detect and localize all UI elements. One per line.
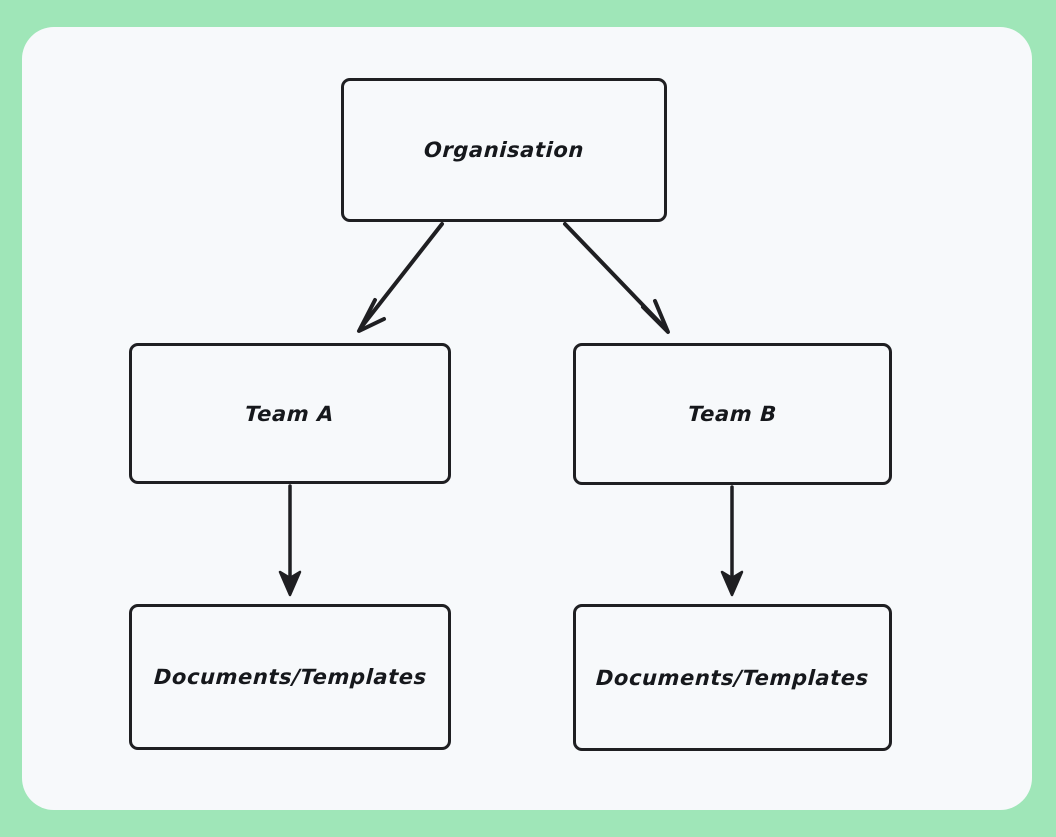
node-team-a[interactable]: Team A: [129, 343, 451, 484]
edge-team-a-to-documents: [278, 484, 302, 597]
node-team-a-label: Team A: [244, 401, 336, 426]
node-documents-templates-right-label: Documents/Templates: [595, 665, 870, 690]
node-documents-templates-right[interactable]: Documents/Templates: [573, 604, 892, 751]
node-team-b-label: Team B: [687, 402, 778, 426]
node-team-b[interactable]: Team B: [573, 343, 892, 485]
edge-organisation-to-team-b: [563, 222, 670, 334]
edge-team-b-to-documents: [720, 485, 744, 597]
node-documents-templates-left-label: Documents/Templates: [152, 665, 428, 689]
node-organisation-label: Organisation: [423, 138, 585, 162]
node-documents-templates-left[interactable]: Documents/Templates: [129, 604, 451, 750]
node-organisation[interactable]: Organisation: [341, 78, 667, 222]
edge-organisation-to-team-a: [357, 222, 444, 333]
